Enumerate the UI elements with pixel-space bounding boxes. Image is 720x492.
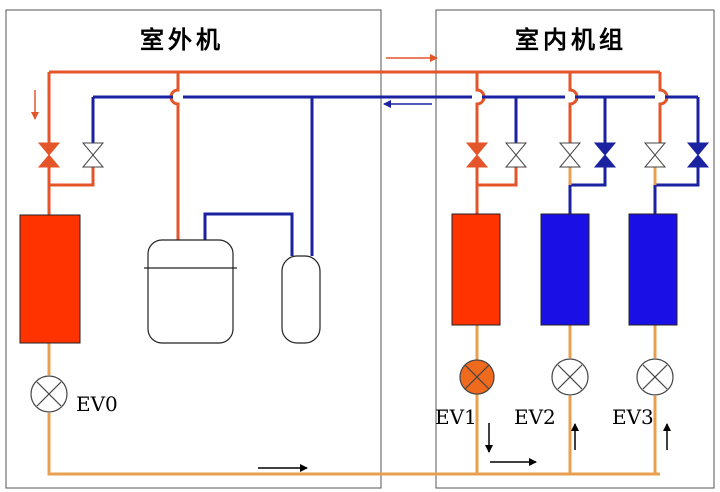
outdoor-title: 室外机 [140, 26, 224, 54]
valve-connectors [49, 165, 518, 187]
indoor-title: 室内机组 [515, 26, 627, 54]
outdoor-heat-exchanger [19, 214, 81, 344]
indoor-unit-box [435, 9, 715, 489]
outdoor-hot-valve [37, 142, 61, 168]
ev1-label: EV1 [435, 405, 477, 429]
indoor1-hot-valve [465, 142, 489, 168]
compressor [147, 239, 234, 344]
accumulator [281, 255, 321, 344]
indoor3-cold-valve [686, 142, 710, 168]
indoor1-heat-exchanger [451, 213, 501, 326]
ev1-valve [459, 359, 495, 395]
ev2-label: EV2 [514, 405, 556, 429]
valve-connectors-indoor [568, 165, 657, 185]
outdoor-unit-box [5, 9, 382, 489]
indoor3-heat-exchanger [628, 213, 678, 326]
suction-line [91, 95, 700, 256]
indoor2-hot-valve [558, 142, 582, 168]
ev2-valve [551, 358, 589, 396]
indoor2-heat-exchanger [540, 213, 590, 326]
ev0-valve [30, 375, 68, 413]
ev3-label: EV3 [612, 405, 654, 429]
indoor2-cold-valve [593, 142, 617, 168]
indoor1-cold-valve [504, 142, 528, 168]
ev3-valve [636, 358, 674, 396]
ev0-label: EV0 [76, 392, 118, 416]
liquid-line [47, 325, 660, 476]
outdoor-cold-valve [81, 142, 105, 168]
indoor3-hot-valve [643, 142, 667, 168]
